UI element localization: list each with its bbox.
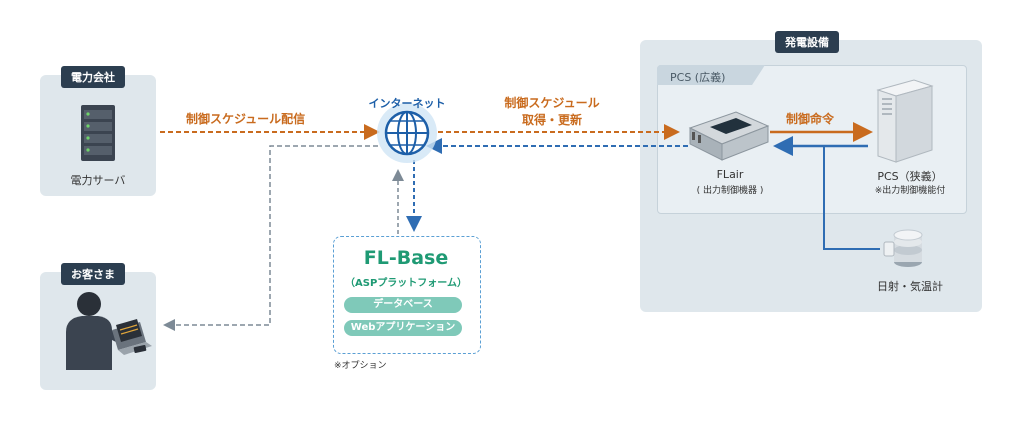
- globe-icon: [377, 103, 437, 163]
- customer-tag: お客さま: [61, 263, 125, 285]
- flow-schedule-fetch-label-2: 取得・更新: [521, 113, 582, 127]
- server-icon: [81, 105, 115, 161]
- flbase-item-database: データベース: [344, 297, 462, 313]
- flbase-subtitle: （ASPプラットフォーム）: [345, 278, 467, 289]
- pcs-broad-tab: [657, 65, 765, 85]
- pcs-narrow-label: PCS（狭義）: [877, 170, 943, 183]
- pcs-narrow-note: ※出力制御機能付: [874, 186, 946, 196]
- pcs-broad-label: PCS (広義): [670, 71, 726, 84]
- flbase-note: ※オプション: [334, 361, 387, 371]
- internet-label: インターネット: [368, 97, 446, 110]
- flbase-title: FL-Base: [363, 247, 449, 269]
- flow-control-command-label: 制御命令: [786, 112, 835, 126]
- pcs-cabinet-icon: [876, 79, 934, 163]
- flow-schedule-fetch-label-1: 制御スケジュール: [504, 96, 600, 110]
- power-company-tag: 電力会社: [61, 66, 125, 88]
- flbase-item-webapp: Webアプリケーション: [344, 320, 462, 336]
- flair-name: FLair: [716, 168, 744, 181]
- power-server-label: 電力サーバ: [70, 174, 126, 187]
- customer-person-icon: [66, 292, 152, 370]
- arrow-to-customer: [163, 145, 378, 331]
- flair-desc: ( 出力制御機器 ): [696, 186, 764, 196]
- flow-schedule-delivery-label: 制御スケジュール配信: [186, 112, 306, 126]
- generation-tag: 発電設備: [775, 31, 839, 53]
- flair-device-icon: [688, 111, 770, 161]
- sensor-line: [823, 146, 880, 250]
- sensor-label: 日射・気温計: [877, 280, 943, 293]
- sensor-icon: [883, 229, 923, 267]
